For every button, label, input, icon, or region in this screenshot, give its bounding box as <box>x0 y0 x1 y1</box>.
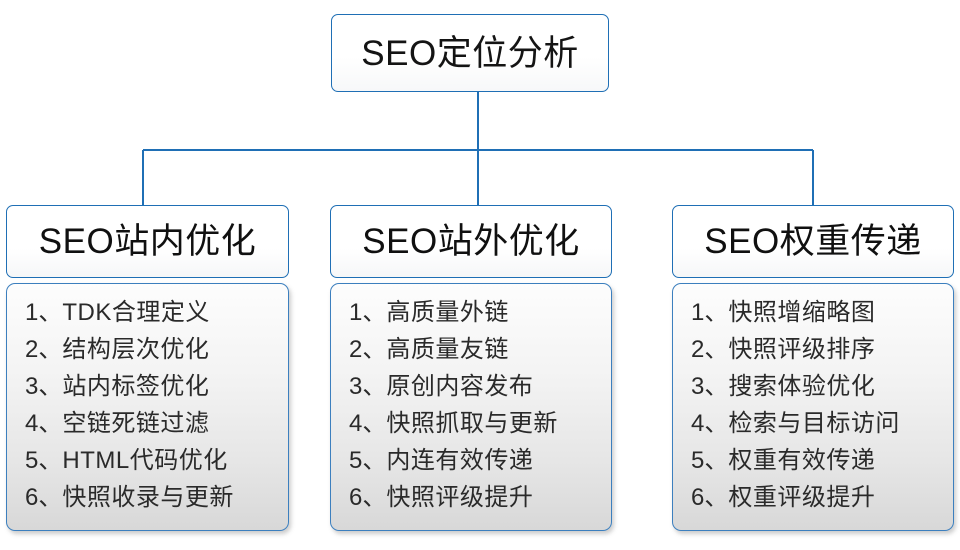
list-item-index: 5、 <box>691 447 729 474</box>
list-item-text: 内连有效传递 <box>386 447 534 474</box>
list-item-index: 5、 <box>349 447 387 474</box>
list-item-index: 1、 <box>25 299 63 326</box>
list-item: 5、内连有效传递 <box>349 442 611 479</box>
branch-column-1: SEO站内优化 1、TDK合理定义 2、结构层次优化 3、站内标签优化 4、空链… <box>6 205 289 531</box>
list-item-index: 4、 <box>349 410 387 437</box>
branch-column-3: SEO权重传递 1、快照增缩略图 2、快照评级排序 3、搜索体验优化 4、检索与… <box>672 205 954 531</box>
list-item-text: 检索与目标访问 <box>728 410 900 437</box>
root-node-label: SEO定位分析 <box>361 33 579 73</box>
list-item-text: HTML代码优化 <box>62 447 228 474</box>
branch-body-1: 1、TDK合理定义 2、结构层次优化 3、站内标签优化 4、空链死链过滤 5、H… <box>6 283 289 531</box>
list-item-text: 原创内容发布 <box>386 373 534 400</box>
list-item: 6、权重评级提升 <box>691 479 953 516</box>
list-item: 4、检索与目标访问 <box>691 405 953 442</box>
list-item-text: 快照抓取与更新 <box>386 410 558 437</box>
list-item-text: 空链死链过滤 <box>62 410 210 437</box>
list-item-index: 3、 <box>349 373 387 400</box>
list-item: 1、快照增缩略图 <box>691 294 953 331</box>
branch-body-2: 1、高质量外链 2、高质量友链 3、原创内容发布 4、快照抓取与更新 5、内连有… <box>330 283 612 531</box>
root-node[interactable]: SEO定位分析 <box>331 14 609 92</box>
list-item: 6、快照评级提升 <box>349 479 611 516</box>
list-item: 5、权重有效传递 <box>691 442 953 479</box>
list-item-text: 高质量友链 <box>386 336 509 363</box>
branch-title-3: SEO权重传递 <box>704 222 922 261</box>
list-item-text: 高质量外链 <box>386 299 509 326</box>
list-item-index: 6、 <box>691 484 729 511</box>
list-item-index: 4、 <box>25 410 63 437</box>
list-item-index: 1、 <box>691 299 729 326</box>
branch-header-1[interactable]: SEO站内优化 <box>6 205 289 278</box>
list-item: 2、结构层次优化 <box>25 331 288 368</box>
list-item: 6、快照收录与更新 <box>25 479 288 516</box>
branch-header-2[interactable]: SEO站外优化 <box>330 205 612 278</box>
list-item-text: 搜索体验优化 <box>728 373 876 400</box>
list-item: 3、搜索体验优化 <box>691 368 953 405</box>
list-item-index: 6、 <box>349 484 387 511</box>
list-item: 1、高质量外链 <box>349 294 611 331</box>
list-item: 3、原创内容发布 <box>349 368 611 405</box>
list-item-text: 快照评级排序 <box>728 336 876 363</box>
item-list-2: 1、高质量外链 2、高质量友链 3、原创内容发布 4、快照抓取与更新 5、内连有… <box>349 294 611 516</box>
list-item: 2、快照评级排序 <box>691 331 953 368</box>
list-item-text: 站内标签优化 <box>62 373 210 400</box>
list-item-index: 4、 <box>691 410 729 437</box>
branch-title-2: SEO站外优化 <box>362 222 580 261</box>
list-item-index: 6、 <box>25 484 63 511</box>
list-item: 3、站内标签优化 <box>25 368 288 405</box>
list-item-text: 快照评级提升 <box>386 484 534 511</box>
list-item-index: 3、 <box>25 373 63 400</box>
list-item-text: 快照收录与更新 <box>62 484 234 511</box>
list-item-index: 1、 <box>349 299 387 326</box>
list-item: 1、TDK合理定义 <box>25 294 288 331</box>
list-item-text: 权重评级提升 <box>728 484 876 511</box>
branch-body-3: 1、快照增缩略图 2、快照评级排序 3、搜索体验优化 4、检索与目标访问 5、权… <box>672 283 954 531</box>
list-item-text: TDK合理定义 <box>62 299 210 326</box>
list-item-index: 2、 <box>349 336 387 363</box>
item-list-3: 1、快照增缩略图 2、快照评级排序 3、搜索体验优化 4、检索与目标访问 5、权… <box>691 294 953 516</box>
item-list-1: 1、TDK合理定义 2、结构层次优化 3、站内标签优化 4、空链死链过滤 5、H… <box>25 294 288 516</box>
list-item: 4、快照抓取与更新 <box>349 405 611 442</box>
branch-column-2: SEO站外优化 1、高质量外链 2、高质量友链 3、原创内容发布 4、快照抓取与… <box>330 205 612 531</box>
list-item-text: 权重有效传递 <box>728 447 876 474</box>
list-item-index: 2、 <box>691 336 729 363</box>
list-item-index: 2、 <box>25 336 63 363</box>
list-item-index: 3、 <box>691 373 729 400</box>
list-item-index: 5、 <box>25 447 63 474</box>
branch-title-1: SEO站内优化 <box>38 222 257 261</box>
list-item: 5、HTML代码优化 <box>25 442 288 479</box>
list-item-text: 快照增缩略图 <box>728 299 876 326</box>
list-item: 2、高质量友链 <box>349 331 611 368</box>
branch-header-3[interactable]: SEO权重传递 <box>672 205 954 278</box>
list-item: 4、空链死链过滤 <box>25 405 288 442</box>
list-item-text: 结构层次优化 <box>62 336 210 363</box>
